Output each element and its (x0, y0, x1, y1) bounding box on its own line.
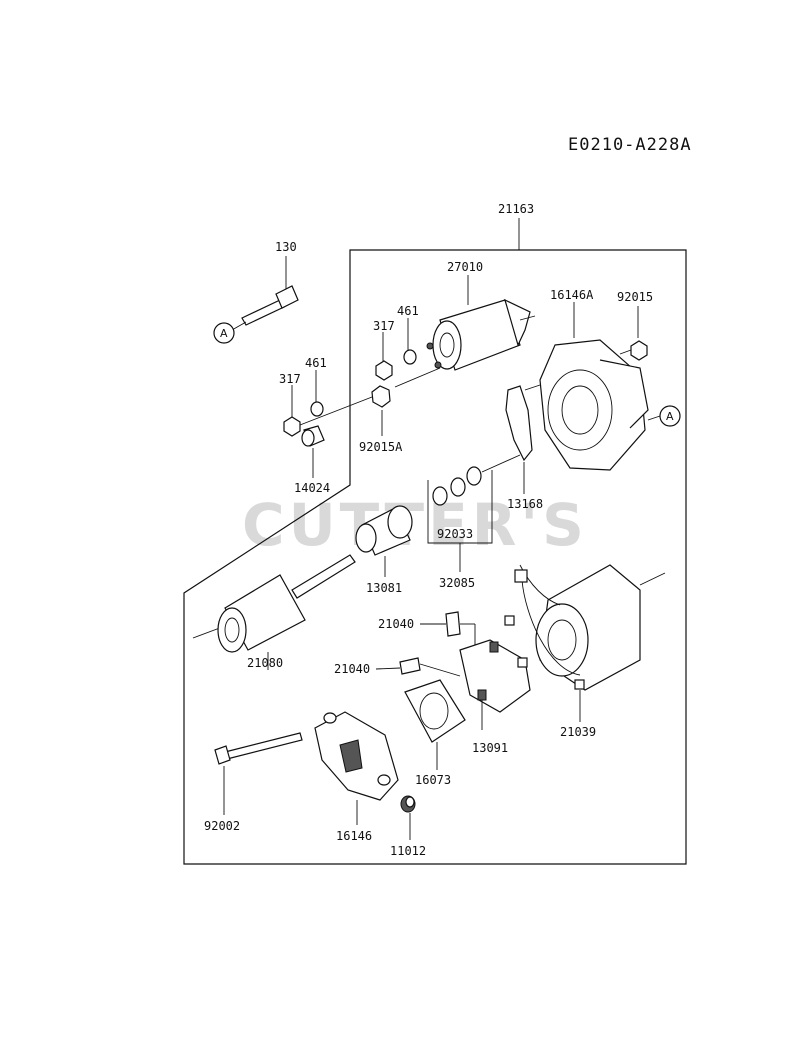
cap-14024-part (301, 425, 325, 478)
nut-317-lower (283, 385, 301, 437)
part-label-21040-lower: 21040 (334, 662, 370, 676)
callout-a-right-letter: A (666, 410, 674, 423)
part-label-16146a: 16146A (550, 288, 594, 302)
part-label-130: 130 (275, 240, 297, 254)
part-label-13168: 13168 (507, 497, 543, 511)
solenoid-27010-part (426, 275, 536, 371)
part-label-317-lower: 317 (279, 372, 301, 386)
diagram-code: E0210-A228A (568, 135, 692, 155)
part-label-92015a: 92015A (359, 440, 403, 454)
spring-21040-upper (420, 611, 476, 650)
nut-92015-part (619, 306, 648, 361)
part-label-16073: 16073 (415, 773, 451, 787)
armature-21080-part (192, 554, 356, 670)
nut-317-upper (375, 332, 393, 381)
clutch-13081-part (355, 505, 413, 577)
callout-a-left-letter: A (220, 327, 228, 340)
yoke-21039-part (504, 564, 666, 722)
washer-set-92033-part (427, 454, 521, 544)
part-label-32085: 32085 (439, 576, 475, 590)
callout-a-right (659, 405, 681, 427)
part-label-21163: 21163 (498, 202, 534, 216)
part-label-21080: 21080 (247, 656, 283, 670)
part-label-14024: 14024 (294, 481, 330, 495)
through-bolt-92002-part (214, 732, 303, 815)
part-label-11012: 11012 (390, 844, 426, 858)
callout-a-left (213, 322, 235, 344)
nut-92015a-part (299, 367, 441, 436)
part-label-461-upper: 461 (397, 304, 419, 318)
bolt-130-part: A (213, 256, 299, 344)
part-label-317-upper: 317 (373, 319, 395, 333)
plate-16073-part (404, 679, 466, 770)
brush-holder-13091-part (459, 639, 531, 730)
watermark-text: CUTTER'S (242, 491, 588, 559)
part-label-92015: 92015 (617, 290, 653, 304)
washer-461-upper (403, 318, 417, 365)
lever-13168-part (505, 385, 533, 494)
part-label-21039: 21039 (560, 725, 596, 739)
grommet-11012-part (400, 795, 416, 840)
assembly-boundary (183, 218, 687, 865)
part-label-461-lower: 461 (305, 356, 327, 370)
part-label-16146: 16146 (336, 829, 372, 843)
part-label-21040-upper: 21040 (378, 617, 414, 631)
spring-21040-lower (375, 657, 461, 677)
washer-461-lower (310, 370, 324, 417)
front-housing-16146a-part: A (524, 302, 681, 471)
part-label-13091: 13091 (472, 741, 508, 755)
part-label-92002: 92002 (204, 819, 240, 833)
part-label-92033: 92033 (437, 527, 473, 541)
rear-cover-16146-part (314, 711, 399, 825)
part-label-27010: 27010 (447, 260, 483, 274)
part-label-13081: 13081 (366, 581, 402, 595)
